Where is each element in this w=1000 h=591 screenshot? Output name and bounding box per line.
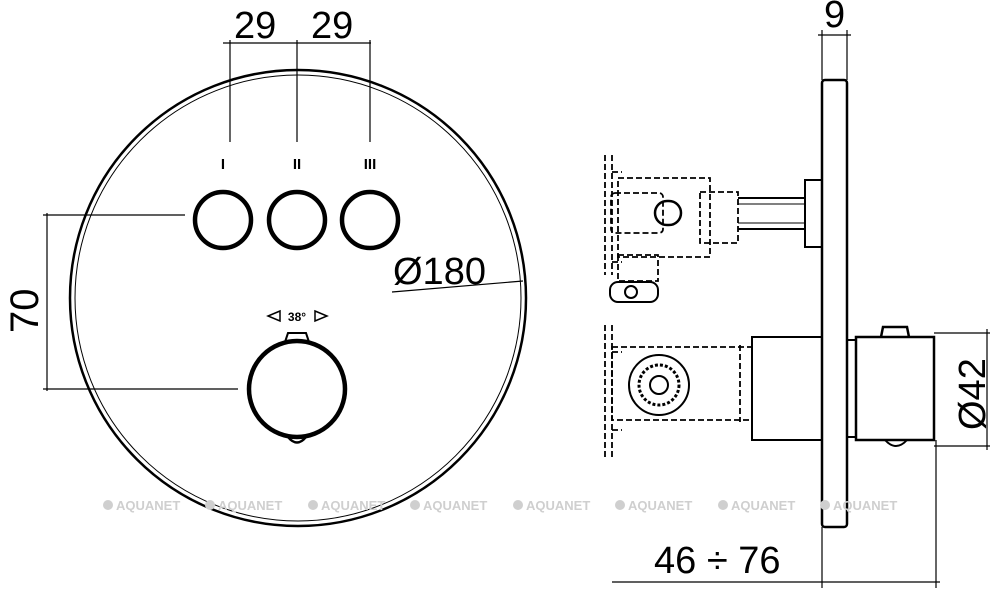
watermark: AQUANET bbox=[526, 498, 590, 513]
button-label-1: I bbox=[221, 156, 225, 173]
button-label-2: II bbox=[293, 156, 301, 173]
rotation-angle-label: 38° bbox=[288, 310, 306, 324]
watermark: AQUANET bbox=[321, 498, 385, 513]
knob-side bbox=[854, 335, 936, 442]
thermostat-cartridge-outer bbox=[628, 354, 690, 416]
button-2 bbox=[266, 189, 328, 251]
lower-port bbox=[609, 281, 659, 303]
knob-indicator-bottom bbox=[287, 436, 307, 444]
knob-indicator-top bbox=[284, 332, 310, 343]
watermark: AQUANET bbox=[731, 498, 795, 513]
dim-plate-thickness: 9 bbox=[824, 0, 845, 36]
side-view bbox=[604, 30, 990, 588]
watermark: AQUANET bbox=[423, 498, 487, 513]
thermostat-cartridge-inner bbox=[637, 363, 681, 407]
cover-plate-inner bbox=[74, 74, 522, 522]
watermark: AQUANET bbox=[218, 498, 282, 513]
dim-button-to-knob: 70 bbox=[3, 289, 47, 334]
angle-arrow-left bbox=[266, 309, 281, 323]
watermark-row: AQUANET AQUANET AQUANET AQUANET AQUANET … bbox=[103, 498, 897, 513]
watermark: AQUANET bbox=[116, 498, 180, 513]
knob-sleeve bbox=[751, 336, 823, 441]
upper-outlet bbox=[653, 199, 683, 227]
dim-plate-diameter: Ø180 bbox=[393, 251, 486, 293]
front-view bbox=[43, 40, 528, 528]
dim-knob-diameter: Ø42 bbox=[952, 358, 994, 430]
button-label-3: III bbox=[364, 156, 377, 173]
watermark: AQUANET bbox=[628, 498, 692, 513]
button-3 bbox=[339, 189, 401, 251]
dim-spacing-left: 29 bbox=[234, 5, 276, 47]
side-plate bbox=[820, 78, 849, 529]
dim-spacing-right: 29 bbox=[311, 5, 353, 47]
dim-install-depth: 46 ÷ 76 bbox=[654, 540, 781, 582]
watermark: AQUANET bbox=[833, 498, 897, 513]
angle-arrow-right bbox=[314, 309, 329, 323]
cover-plate-outer bbox=[68, 68, 528, 528]
stem-flange bbox=[804, 179, 823, 248]
button-1 bbox=[192, 189, 254, 251]
thermostat-knob bbox=[246, 338, 348, 440]
